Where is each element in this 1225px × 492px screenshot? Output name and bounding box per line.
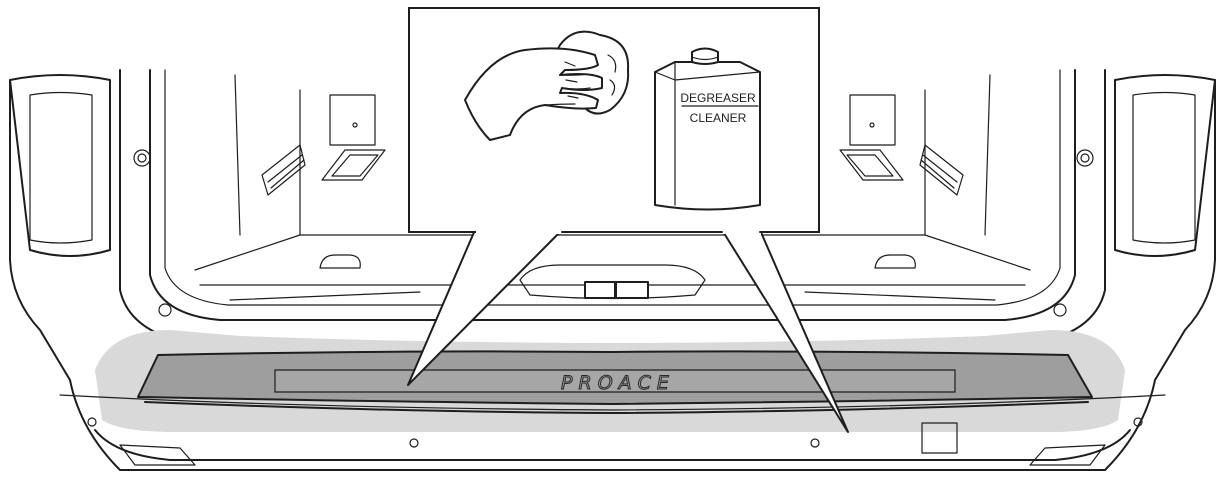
degreaser-can-icon: DEGREASER CLEANER bbox=[655, 49, 760, 210]
callout-box: DEGREASER CLEANER bbox=[409, 8, 819, 234]
can-label-line2: CLEANER bbox=[690, 111, 747, 125]
can-label-line1: DEGREASER bbox=[680, 91, 756, 105]
proace-badge: PROACE bbox=[561, 372, 675, 394]
